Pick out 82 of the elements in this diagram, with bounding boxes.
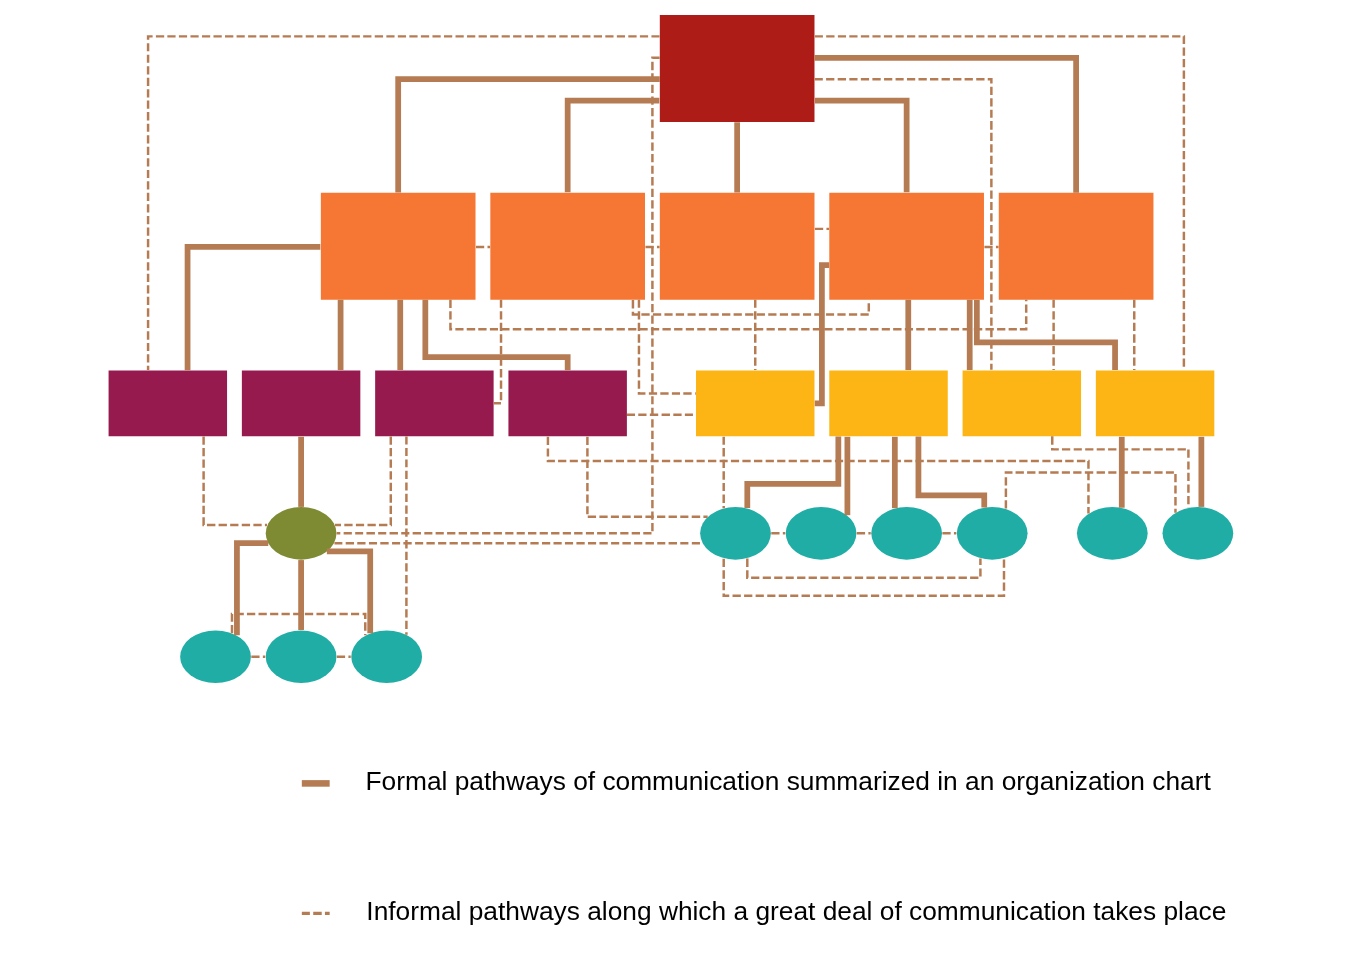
connector xyxy=(722,558,1006,598)
node-box xyxy=(696,370,815,437)
connector xyxy=(891,436,898,509)
connector xyxy=(984,245,999,249)
connector xyxy=(146,35,660,371)
node-circle xyxy=(700,506,771,560)
connector xyxy=(856,532,871,535)
connector xyxy=(397,299,404,371)
connector xyxy=(1051,436,1190,508)
connector xyxy=(1004,471,1177,513)
node-circle xyxy=(351,630,423,684)
connector xyxy=(449,299,1028,331)
node-box xyxy=(659,15,815,122)
connector xyxy=(744,436,842,509)
connector xyxy=(422,299,571,371)
connector xyxy=(627,413,696,417)
node-circle xyxy=(180,630,251,684)
connector xyxy=(746,558,982,579)
connector xyxy=(336,655,351,658)
connector xyxy=(814,54,1079,193)
node-circle xyxy=(956,506,1028,560)
node-box xyxy=(490,192,645,300)
connector xyxy=(814,77,993,370)
legend-label: Informal pathways along which a great deal of communication takes place xyxy=(366,895,1227,926)
node-box xyxy=(375,370,494,437)
connector xyxy=(1118,436,1125,508)
node-box xyxy=(108,370,228,437)
connector xyxy=(645,245,660,249)
connector xyxy=(230,612,367,636)
connector xyxy=(405,436,408,635)
node-box xyxy=(508,370,627,437)
connector xyxy=(966,299,973,371)
connector xyxy=(546,436,1090,514)
node-circle xyxy=(871,506,942,560)
connector xyxy=(337,299,344,371)
connector xyxy=(234,540,269,636)
connector xyxy=(844,436,851,516)
connector xyxy=(493,299,503,405)
connector xyxy=(637,299,696,395)
connector xyxy=(1052,299,1055,371)
connector xyxy=(202,436,267,527)
connector xyxy=(335,436,392,527)
node-box xyxy=(241,370,361,437)
connector xyxy=(754,299,757,371)
connector xyxy=(814,35,1186,371)
connector xyxy=(631,299,870,316)
connector xyxy=(905,299,912,371)
connector xyxy=(298,560,304,630)
connector xyxy=(251,655,266,658)
connector xyxy=(336,56,660,535)
connector xyxy=(942,532,957,535)
connector xyxy=(326,548,374,634)
node-circle xyxy=(265,630,337,684)
connector xyxy=(734,122,741,193)
node-box xyxy=(962,370,1082,437)
node-circle xyxy=(1162,506,1234,560)
node-box xyxy=(829,192,984,300)
connector xyxy=(586,436,708,519)
connector xyxy=(334,541,703,545)
connector xyxy=(973,299,1118,370)
node-circle xyxy=(785,506,857,560)
connector xyxy=(722,436,725,509)
node-box xyxy=(320,192,476,300)
connector xyxy=(814,227,830,231)
connector xyxy=(298,436,304,507)
connector xyxy=(1133,299,1136,371)
connector xyxy=(915,436,988,508)
connector xyxy=(1198,436,1205,507)
connector xyxy=(476,245,491,249)
node-circle xyxy=(265,506,337,560)
legend-label: Formal pathways of communication summarized in an organization chart xyxy=(365,765,1211,796)
connector xyxy=(814,262,830,407)
connector xyxy=(814,97,910,193)
connector xyxy=(184,244,321,371)
connector xyxy=(564,97,660,193)
connector xyxy=(395,76,660,193)
node-box xyxy=(1095,370,1215,437)
node-circle xyxy=(1076,506,1148,560)
node-box xyxy=(659,192,815,300)
node-box xyxy=(998,192,1154,300)
connector xyxy=(771,532,786,535)
node-box xyxy=(829,370,948,437)
